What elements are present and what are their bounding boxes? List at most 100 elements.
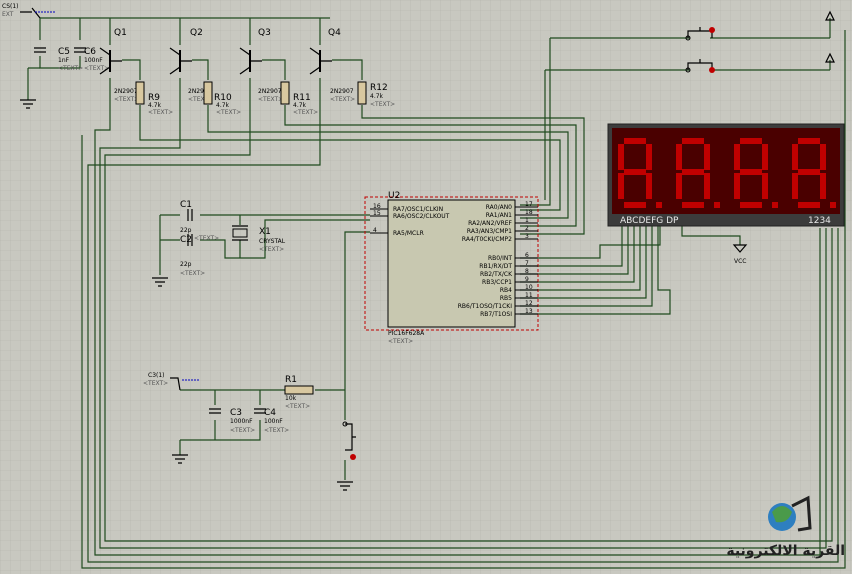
cap-value: 22p [180, 261, 192, 268]
segment [618, 144, 624, 170]
capacitor-c1: C1 22p <TEXT> [180, 200, 219, 242]
resistor-value: 4.7k [293, 102, 307, 109]
cap-ref: C4 [264, 408, 276, 418]
resistor-value: 4.7k [148, 102, 162, 109]
chip-part: PIC16F628A [388, 330, 425, 337]
segment [762, 173, 768, 199]
chip-pin-name: RB1/RX/DT [479, 263, 512, 270]
seven-segment-display: ABCDEFG DP 1234 [607, 123, 845, 227]
segment [820, 173, 826, 199]
chip-ref: U2 [388, 191, 400, 201]
segment-dp [830, 202, 836, 208]
segment [740, 202, 762, 208]
resistor-value: 4.7k [370, 93, 384, 100]
segment [792, 173, 798, 199]
transistor-part: 2N2907 [188, 88, 212, 95]
display-digit-1 [618, 138, 662, 208]
segment [682, 169, 704, 175]
cap-ref: C2 [180, 235, 192, 245]
chip-pin-name: RB6/T1OSO/T1CKI [458, 303, 512, 310]
chip-pin-number: 4 [373, 227, 377, 234]
resistor-r12: R12 4.7k <TEXT> [357, 81, 395, 108]
chip-pin-name: RB0/INT [488, 255, 512, 262]
resistor-r11: R11 4.7k <TEXT> [280, 81, 318, 116]
segment [798, 202, 820, 208]
segment [646, 173, 652, 199]
segment-dp [714, 202, 720, 208]
transistor-text: <TEXT> [330, 96, 355, 103]
segment-dp [772, 202, 778, 208]
terminal-label: CS(1) [2, 3, 19, 10]
chip-pin-number: 3 [525, 233, 529, 240]
resistor-ref: R9 [148, 93, 160, 103]
chip-pin-name: RA4/T0CKI/CMP2 [462, 236, 512, 243]
transistor-q3: Q3 2N2907 <TEXT> [239, 28, 283, 103]
resistor-r1: R1 10k <TEXT> [284, 375, 314, 410]
segment [682, 202, 704, 208]
transistor-text: <TEXT> [114, 96, 139, 103]
chip-pin-number: 11 [525, 292, 533, 299]
segment [624, 169, 646, 175]
cap-ref: C3 [230, 408, 242, 418]
transistor-text: <TEXT> [188, 96, 213, 103]
transistor-part: 2N2907 [258, 88, 282, 95]
digit-label: 1234 [808, 216, 831, 226]
segment [704, 173, 710, 199]
chip-pin-name: RA7/OSC1/CLKIN [393, 206, 443, 213]
chip-pin-name: RA5/MCLR [393, 230, 424, 237]
chip-pin-number: 15 [373, 210, 381, 217]
capacitor-c2: C2 22p <TEXT> [180, 234, 205, 277]
display-digit-2 [676, 138, 720, 208]
vcc-terminals: VCC [734, 10, 835, 265]
resistor-text: <TEXT> [216, 109, 241, 116]
crystal-value: CRYSTAL [259, 238, 286, 245]
segment [740, 138, 762, 144]
pushbutton-mid[interactable] [685, 59, 715, 73]
resistor-text: <TEXT> [293, 109, 318, 116]
chip-pin-number: 10 [525, 284, 533, 291]
pushbutton-reset[interactable] [342, 421, 356, 460]
transistor-ref: Q2 [190, 28, 203, 38]
transistor-ref: Q3 [258, 28, 271, 38]
wires [27, 17, 846, 569]
segment [792, 144, 798, 170]
transistor-ref: Q1 [114, 28, 127, 38]
cap-value: 100nF [84, 57, 103, 64]
transistor-ref: Q4 [328, 28, 341, 38]
chip-pin-name: RB5 [500, 295, 512, 302]
transistor-q1: Q1 2N2907 <TEXT> [99, 28, 139, 103]
chip-pin-name: RB3/CCP1 [482, 279, 512, 286]
cap-text: <TEXT> [264, 427, 289, 434]
transistor-part: 2N2907 [114, 88, 138, 95]
resistor-ref: R11 [293, 93, 311, 103]
segment-label: ABCDEFG DP [620, 216, 679, 226]
chip-pin-number: 2 [525, 225, 529, 232]
vcc-label: VCC [734, 258, 746, 265]
resistor-text: <TEXT> [370, 101, 395, 108]
segment [734, 173, 740, 199]
chip-pin-name: RA3/AN3/CMP1 [467, 228, 512, 235]
chip-pin-number: 6 [525, 252, 529, 259]
cap-value: 1000nF [230, 418, 253, 425]
transistor-part: 2N2907 [330, 88, 354, 95]
chip-pin-name: RA0/AN0 [486, 204, 512, 211]
chip-pin-name: RB2/TX/CK [480, 271, 513, 278]
capacitor-c4: C4 100nF <TEXT> [254, 408, 289, 434]
terminal-text: <TEXT> [143, 380, 168, 387]
cap-value: 1nF [58, 57, 70, 64]
pushbutton-top[interactable] [685, 27, 715, 41]
resistor-value: 10k [285, 395, 297, 402]
cap-value: 22p [180, 227, 192, 234]
resistor-ref: R12 [370, 83, 388, 93]
chip-pin-number: 8 [525, 268, 529, 275]
terminal-label: C3(1) [148, 372, 165, 379]
segment [682, 138, 704, 144]
terminal-cs1-mid: C3(1) <TEXT> [143, 372, 200, 391]
resistor-ref: R1 [285, 375, 297, 385]
cap-text: <TEXT> [194, 235, 219, 242]
chip-pin-number: 12 [525, 300, 533, 307]
watermark-text: القرية الالكترونية [726, 543, 845, 559]
display-digits [618, 138, 836, 208]
